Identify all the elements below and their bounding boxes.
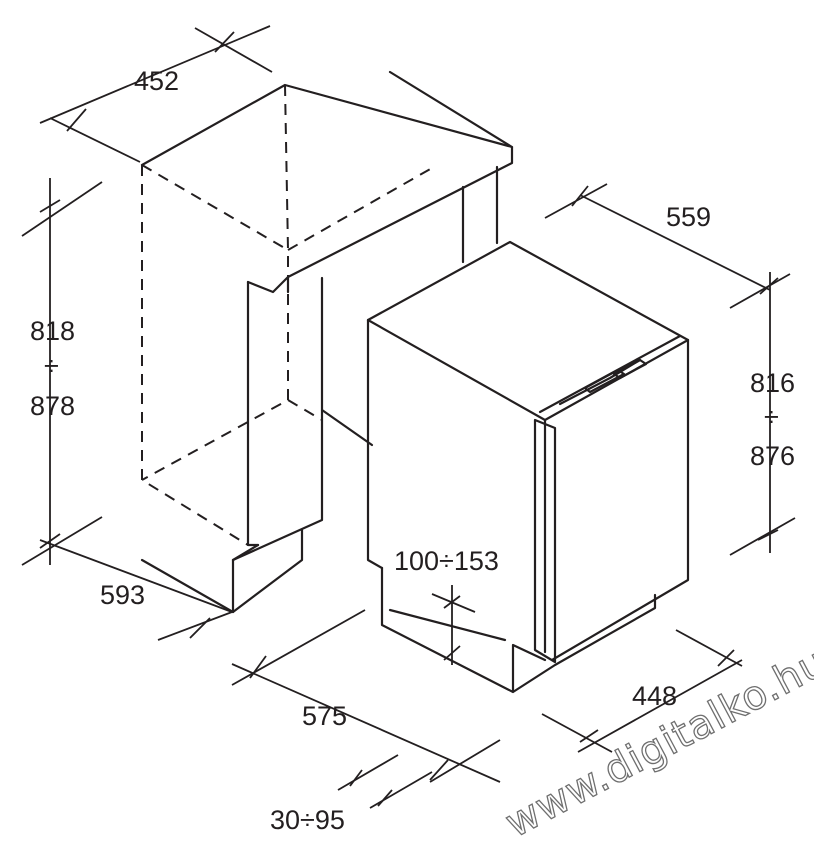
label-appliance-width: 448 [632, 681, 677, 711]
label-plinth-height: 100÷153 [394, 546, 499, 576]
control-display [583, 358, 648, 394]
label-niche-width: 452 [134, 66, 179, 96]
appliance-left-side [366, 318, 384, 570]
plinth-step [388, 608, 507, 642]
label-appliance-depth: 575 [302, 701, 347, 731]
appliance-door [533, 418, 557, 664]
countertop-outline [140, 83, 514, 294]
label-appliance-height-min: 816 [750, 368, 795, 398]
plinth-recess [231, 528, 304, 614]
niche-volume-dashed [141, 84, 433, 546]
niche-drawing [140, 70, 514, 614]
appliance-base [380, 566, 657, 694]
label-niche-height-max: 878 [30, 391, 75, 421]
label-plinth-offset: 30÷95 [270, 805, 345, 835]
label-niche-height-min: 818 [30, 316, 75, 346]
label-niche-height-sep: ÷ [44, 351, 59, 381]
label-appliance-height-max: 876 [750, 441, 795, 471]
side-panel-right [461, 165, 499, 264]
dishwasher-drawing [366, 240, 690, 694]
back-wall-edge [388, 70, 514, 149]
dimension-labels: 452 818 ÷ 878 593 559 816 ÷ 876 100÷153 … [30, 66, 795, 835]
side-panel-left [140, 276, 324, 614]
connection-line [320, 408, 374, 447]
appliance-front-panel [543, 338, 690, 662]
appliance-top [366, 240, 690, 422]
label-appliance-height-sep: ÷ [764, 402, 779, 432]
label-niche-depth: 593 [100, 580, 145, 610]
label-appliance-top-depth: 559 [666, 202, 711, 232]
dimension-lines [21, 25, 796, 809]
